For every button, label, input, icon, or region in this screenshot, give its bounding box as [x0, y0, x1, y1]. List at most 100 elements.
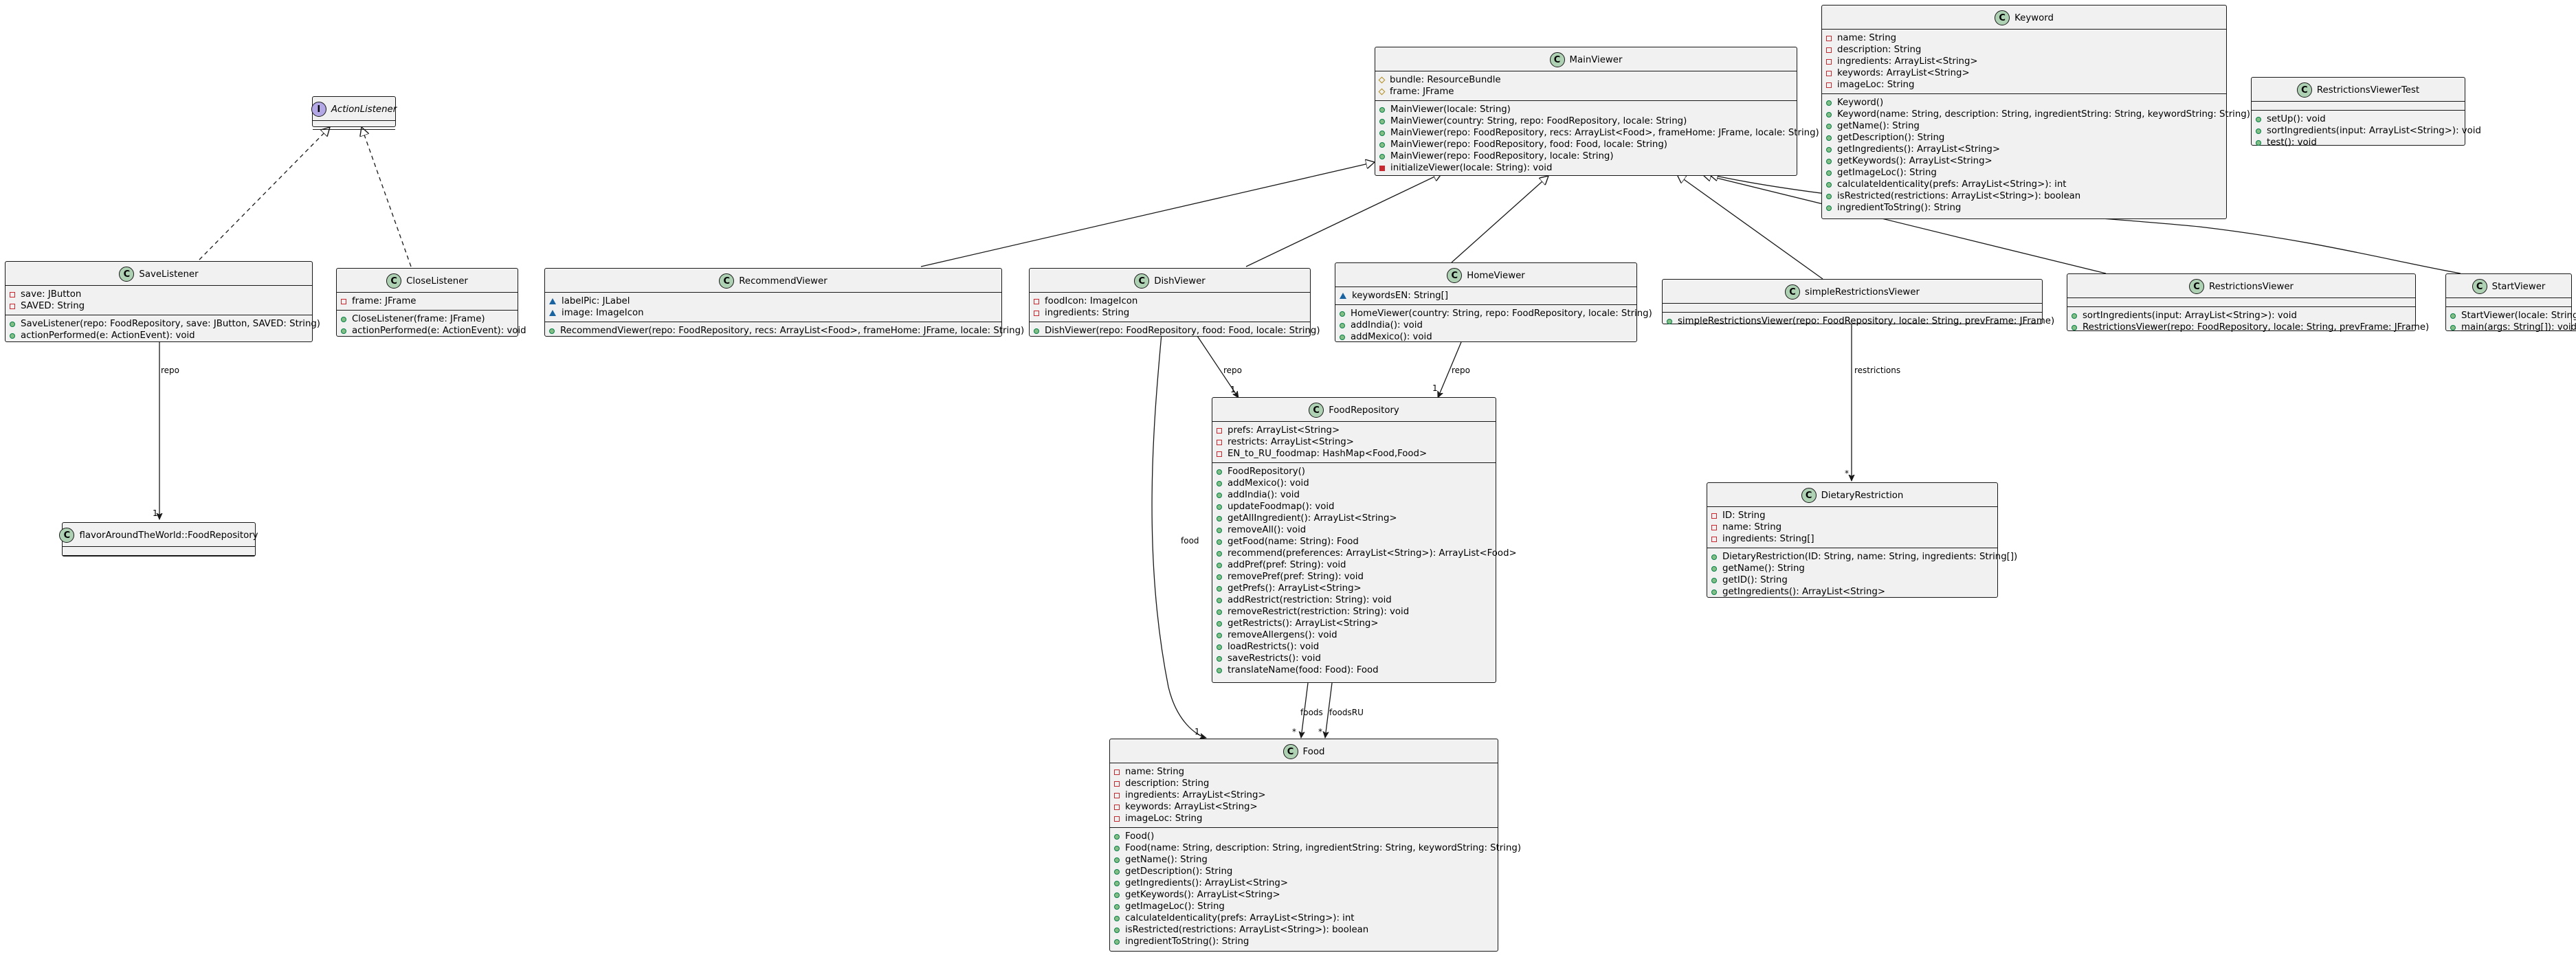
method-row: MainViewer(repo: FoodRepository, locale:… — [1379, 150, 1792, 162]
method-text: getName(): String — [1722, 563, 1805, 574]
public-visibility-icon — [1667, 318, 1672, 324]
method-row: getFood(name: String): Food — [1217, 536, 1491, 548]
private-visibility-icon — [1826, 47, 1832, 53]
method-row: loadRestricts(): void — [1217, 641, 1491, 653]
public-visibility-icon — [1711, 577, 1717, 583]
method-text: HomeViewer(country: String, repo: FoodRe… — [1351, 308, 1652, 319]
method-row: getKeywords(): ArrayList<String> — [1114, 889, 1494, 901]
method-text: calculateIdenticality(prefs: ArrayList<S… — [1837, 179, 2067, 190]
method-row: addMexico(): void — [1340, 331, 1632, 343]
method-row: saveRestricts(): void — [1217, 653, 1491, 664]
method-text: MainViewer(repo: FoodRepository, food: F… — [1390, 139, 1667, 150]
edge-dishviewer-extends-mainviewer — [1245, 173, 1442, 267]
attribute-row: ID: String — [1711, 510, 1993, 521]
method-row: addRestrict(restriction: String): void — [1217, 594, 1491, 606]
method-text: addIndia(): void — [1351, 320, 1423, 330]
attribute-text: name: String — [1722, 522, 1782, 532]
method-text: addMexico(): void — [1228, 478, 1309, 488]
edge-dishviewer-repo — [1195, 333, 1239, 398]
attribute-row: SAVED: String — [10, 300, 308, 312]
attribute-row: labelPic: JLabel — [549, 295, 997, 307]
protected-visibility-icon — [1378, 88, 1386, 95]
attributes-section — [313, 120, 395, 129]
method-text: main(args: String[]): void — [2461, 322, 2576, 333]
method-text: sortIngredients(input: ArrayList<String>… — [2267, 126, 2481, 136]
attribute-row: name: String — [1711, 521, 1993, 533]
private-visibility-icon — [1711, 524, 1717, 530]
edge-recommendviewer-extends-mainviewer — [920, 162, 1375, 267]
private-visibility-icon — [1114, 769, 1120, 775]
method-row: MainViewer(repo: FoodRepository, recs: A… — [1379, 127, 1819, 139]
method-row: addIndia(): void — [1217, 489, 1491, 501]
methods-section: MainViewer(locale: String)MainViewer(cou… — [1375, 100, 1819, 177]
edge-label-save-repo: repo — [161, 366, 180, 375]
public-visibility-icon — [1217, 655, 1222, 662]
method-row: getName(): String — [1711, 563, 1993, 574]
attribute-text: frame: JFrame — [1390, 87, 1454, 97]
method-text: MainViewer(repo: FoodRepository, recs: A… — [1390, 128, 1819, 138]
protected-visibility-icon — [1378, 76, 1386, 84]
public-visibility-icon — [1379, 118, 1385, 124]
attributes-section — [2446, 297, 2571, 306]
method-text: MainViewer(locale: String) — [1390, 104, 1511, 115]
method-text: getPrefs(): ArrayList<String> — [1228, 583, 1362, 594]
attribute-text: keywordsEN: String[] — [1352, 291, 1449, 301]
attribute-text: keywords: ArrayList<String> — [1837, 68, 1970, 78]
public-visibility-icon — [2256, 128, 2261, 134]
class-icon: C — [1134, 273, 1150, 289]
attributes-section — [63, 546, 255, 555]
method-row: HomeViewer(country: String, repo: FoodRe… — [1340, 308, 1652, 319]
class-name: RecommendViewer — [739, 276, 828, 286]
method-text: removePref(pref: String): void — [1228, 572, 1364, 582]
public-visibility-icon — [1826, 170, 1832, 176]
attribute-text: ingredients: String[] — [1722, 534, 1814, 544]
method-text: ingredientToString(): String — [1125, 936, 1250, 947]
method-text: removeAllergens(): void — [1228, 630, 1337, 640]
attribute-row: imageLoc: String — [1826, 79, 2222, 91]
public-visibility-icon — [2450, 313, 2456, 319]
public-visibility-icon — [1217, 504, 1222, 510]
method-text: getFood(name: String): Food — [1228, 537, 1359, 547]
attribute-row: bundle: ResourceBundle — [1378, 74, 1792, 86]
class-icon: C — [1283, 744, 1298, 759]
public-visibility-icon — [1217, 609, 1222, 615]
attributes-section — [1663, 303, 2042, 312]
public-visibility-icon — [2072, 324, 2077, 330]
package-visibility-icon — [1340, 293, 1346, 299]
method-row: initializeViewer(locale: String): void — [1379, 162, 1792, 174]
public-visibility-icon — [1114, 880, 1120, 886]
public-visibility-icon — [1217, 644, 1222, 650]
attributes-section: frame: JFrame — [337, 292, 518, 310]
class-icon: C — [119, 267, 135, 282]
method-text: MainViewer(repo: FoodRepository, locale:… — [1390, 151, 1614, 161]
public-visibility-icon — [1114, 845, 1120, 851]
edge-homeviewer-extends-mainviewer — [1451, 176, 1548, 263]
method-row: getImageLoc(): String — [1114, 901, 1494, 912]
